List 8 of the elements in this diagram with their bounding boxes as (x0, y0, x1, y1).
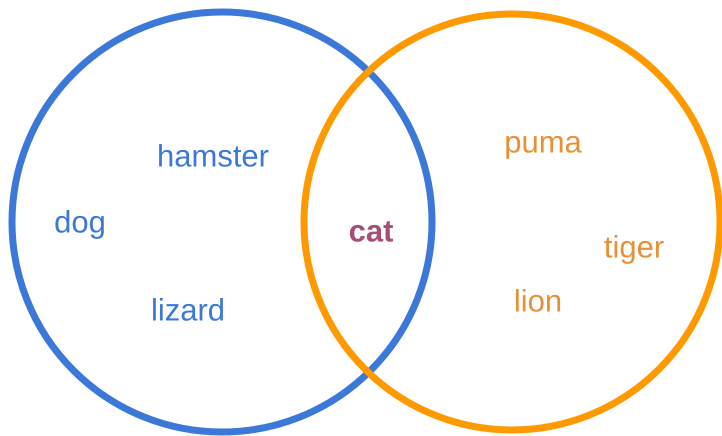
set-circle (8, 8, 436, 436)
set-item-label: tiger (604, 232, 664, 262)
set-item-label: hamster (157, 140, 269, 172)
set-item-label: lion (514, 286, 562, 316)
set-item-label: cat (348, 216, 394, 246)
set-item-label: dog (54, 206, 106, 238)
set-item-label: lizard (150, 294, 226, 326)
set-item-label: puma (504, 126, 582, 158)
